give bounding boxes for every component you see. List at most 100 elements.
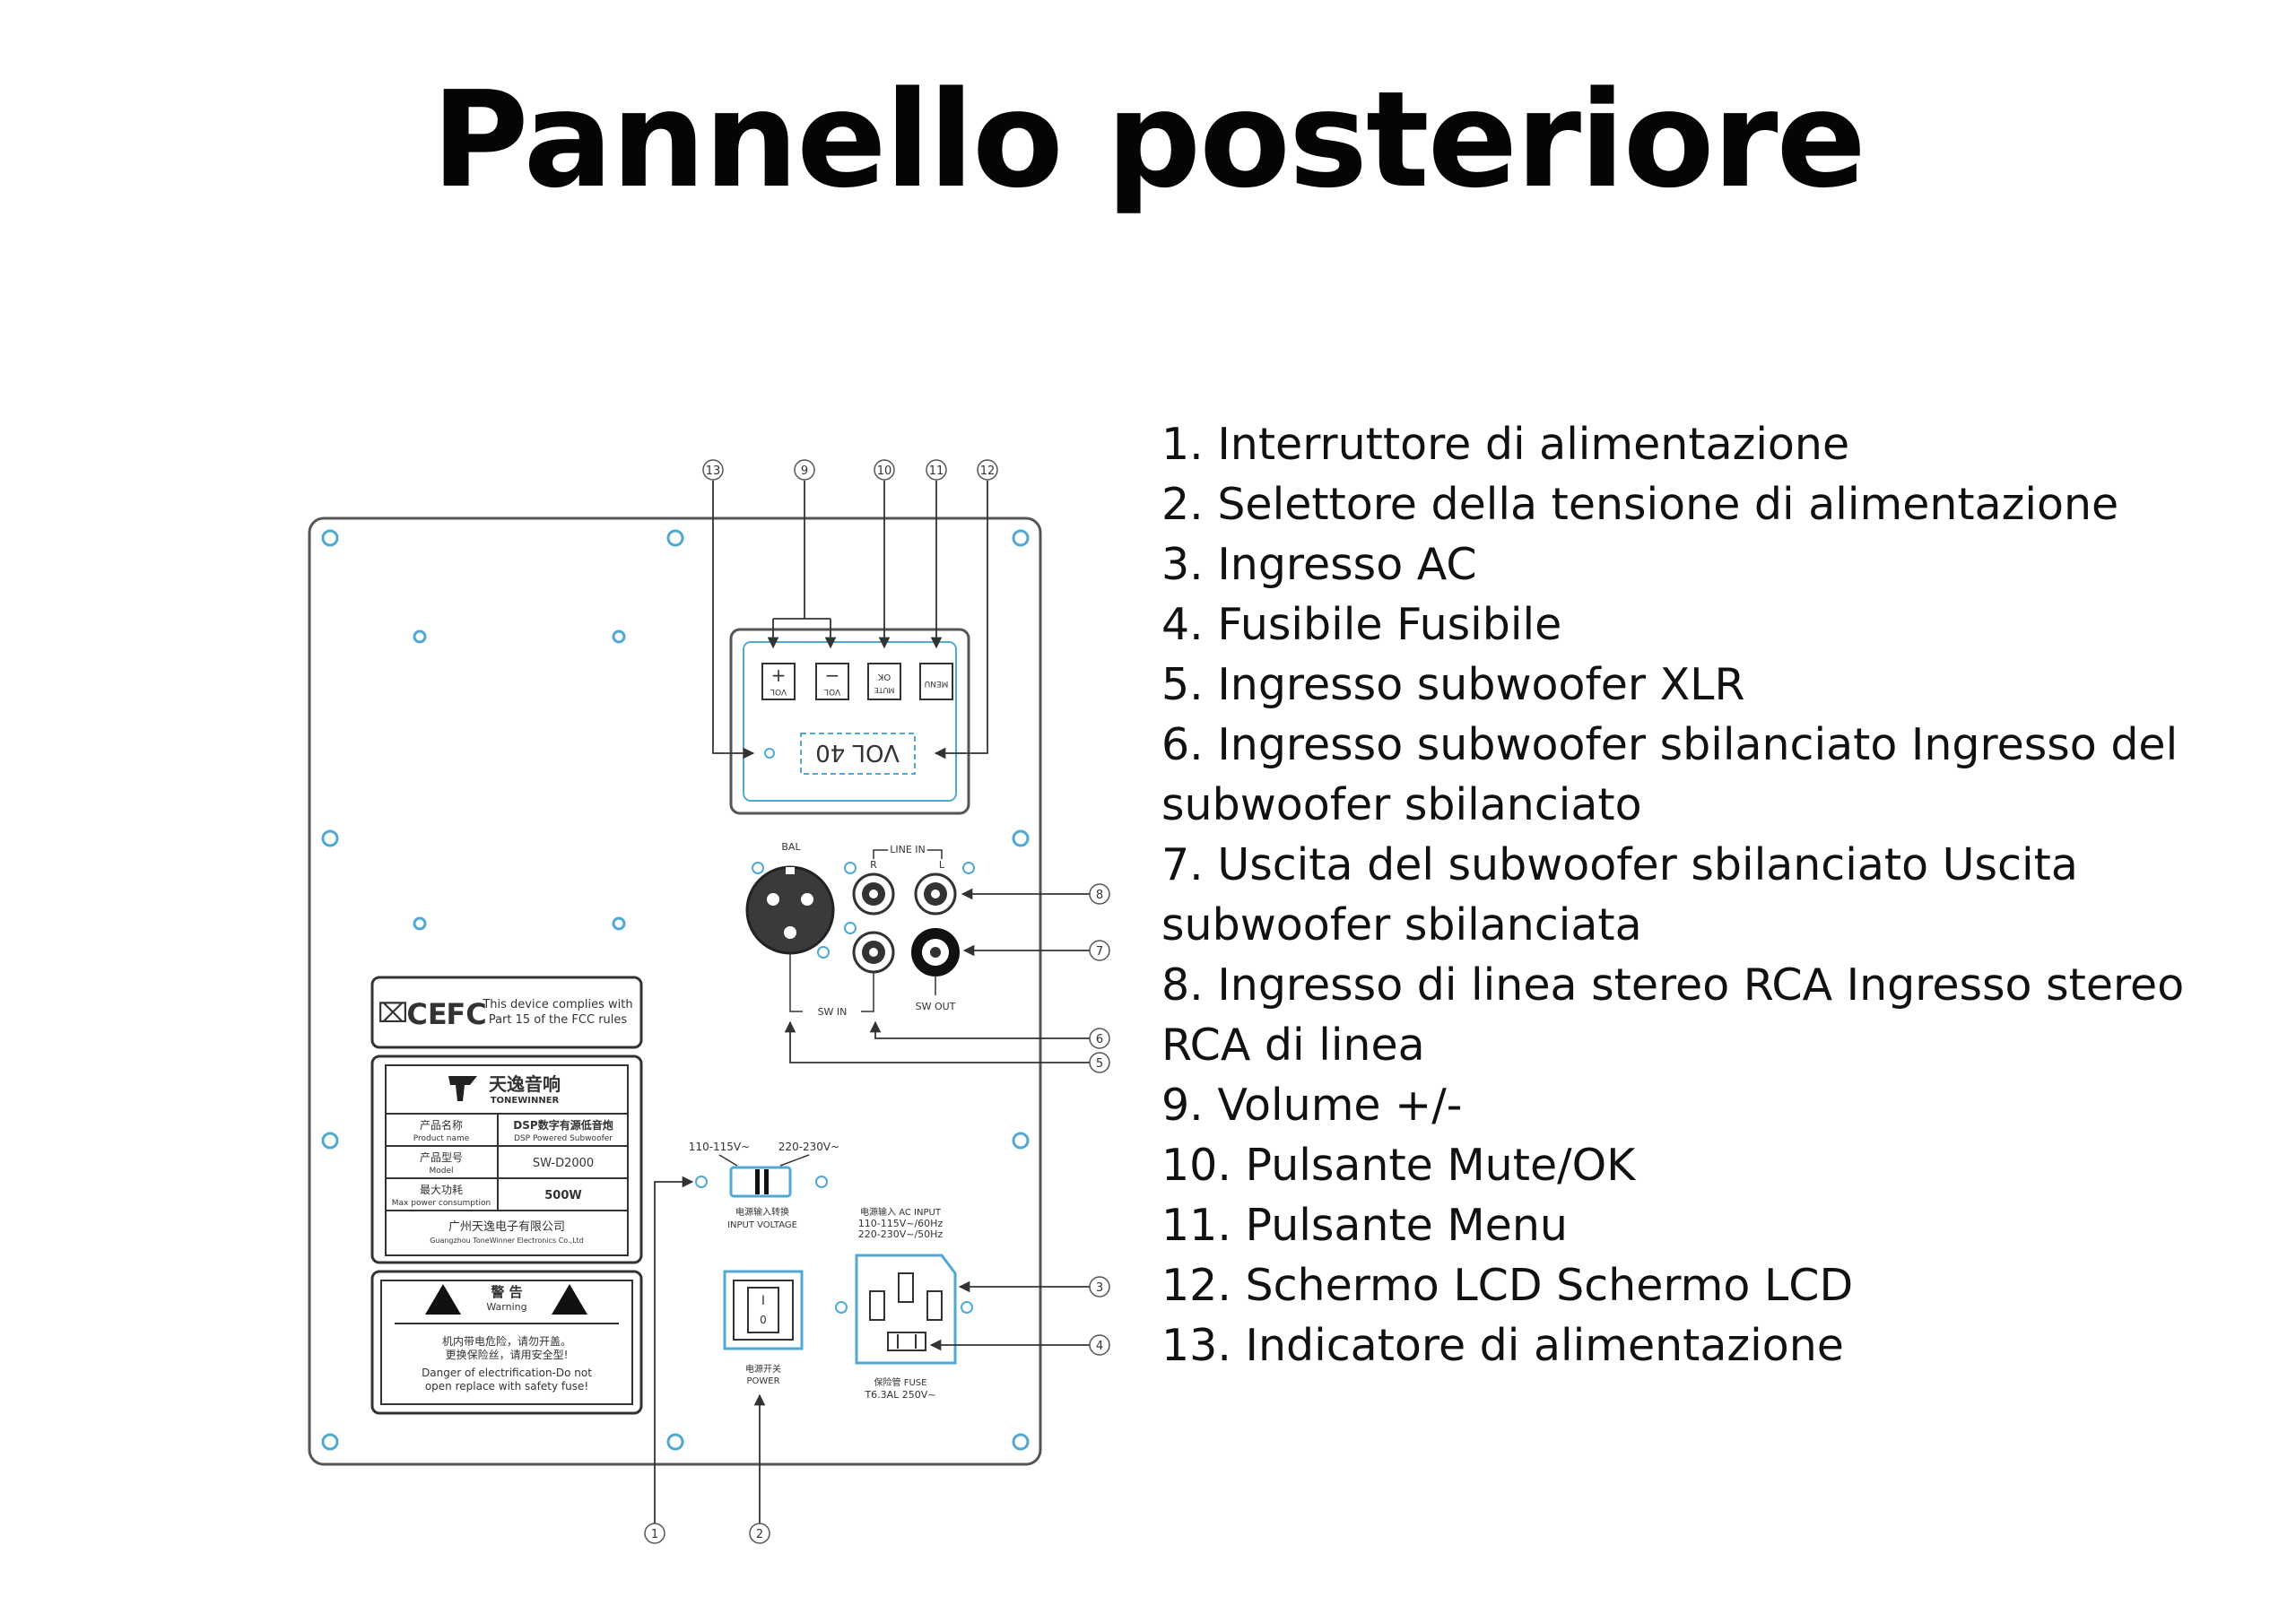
warning-triangle-icon: [552, 1284, 587, 1315]
legend-item: 4. Fusibile Fusibile: [1161, 599, 1562, 650]
svg-text:Part 15 of the FCC rules: Part 15 of the FCC rules: [489, 1013, 628, 1027]
legend-item: 2. Selettore della tensione di alimentaz…: [1161, 479, 2119, 530]
callout-4: 4: [1089, 1334, 1110, 1356]
callout-10: 10: [874, 459, 895, 481]
svg-text:This device complies with: This device complies with: [482, 998, 632, 1011]
legend-item: 7. Uscita del subwoofer sbilanciato Usci…: [1161, 839, 2078, 950]
svg-text:保险管 FUSE: 保险管 FUSE: [874, 1376, 927, 1388]
audio-io-section: BAL LINE IN R L: [745, 841, 975, 1018]
svg-text:SW-D2000: SW-D2000: [533, 1157, 594, 1170]
power-indicator-led: [764, 748, 775, 759]
warning-label: 警 告 Warning 机内带电危险，请勿开盖。 更换保险丝，请用安全型! Da…: [370, 1270, 643, 1415]
vol-plus-button[interactable]: + VOL: [761, 663, 796, 700]
svg-text:220-230V~: 220-230V~: [778, 1141, 839, 1153]
legend-item: 13. Indicatore di alimentazione: [1161, 1320, 1844, 1371]
svg-text:BAL: BAL: [781, 841, 801, 853]
svg-text:MUTE: MUTE: [874, 686, 895, 694]
xlr-input: [745, 865, 835, 955]
svg-text:DSP数字有源低音炮: DSP数字有源低音炮: [513, 1118, 613, 1132]
ac-input-socket: 电源输入 AC INPUT 110-115V~/60Hz 220-230V~/5…: [835, 1206, 973, 1401]
svg-text:VOL: VOL: [770, 687, 787, 696]
callout-11: 11: [926, 459, 947, 481]
svg-text:500W: 500W: [544, 1189, 581, 1202]
svg-text:MENU: MENU: [925, 679, 949, 688]
svg-text:广州天逸电子有限公司: 广州天逸电子有限公司: [448, 1220, 565, 1234]
svg-text:13: 13: [706, 464, 721, 478]
svg-text:12: 12: [980, 464, 996, 478]
svg-text:机内带电危险，请勿开盖。: 机内带电危险，请勿开盖。: [442, 1334, 571, 1348]
legend-item: 1. Interruttore di alimentazione: [1161, 419, 1850, 470]
svg-text:OK: OK: [877, 672, 891, 681]
svg-text:更换保险丝，请用安全型!: 更换保险丝，请用安全型!: [446, 1348, 569, 1361]
tonewinner-logo: [448, 1076, 477, 1101]
callout-markers: 13 9 10 11 12 8 7 6 5 3 4 1 2: [644, 459, 1110, 1544]
svg-text:Model: Model: [429, 1167, 453, 1176]
svg-text:Guangzhou ToneWinner Electroni: Guangzhou ToneWinner Electronics Co.,Ltd: [430, 1237, 584, 1245]
svg-text:open replace with safety fuse!: open replace with safety fuse!: [425, 1380, 588, 1393]
svg-text:11: 11: [929, 464, 944, 478]
svg-text:T6.3AL 250V~: T6.3AL 250V~: [864, 1389, 935, 1401]
callout-7: 7: [1089, 940, 1110, 961]
svg-text:产品型号: 产品型号: [420, 1151, 463, 1164]
svg-text:VOL 40: VOL 40: [815, 739, 900, 766]
legend-item: 10. Pulsante Mute/OK: [1161, 1140, 1636, 1191]
svg-text:110-115V~: 110-115V~: [689, 1141, 750, 1153]
rca-line-in-r: [852, 872, 895, 916]
svg-text:7: 7: [1096, 945, 1103, 959]
svg-text:SW IN: SW IN: [818, 1006, 848, 1018]
rca-line-in-l: [914, 872, 957, 916]
svg-text:R: R: [870, 859, 877, 871]
rca-sw-out: [911, 928, 960, 976]
svg-text:DSP Powered Subwoofer: DSP Powered Subwoofer: [514, 1134, 613, 1143]
svg-text:8: 8: [1096, 889, 1103, 902]
svg-text:0: 0: [760, 1314, 767, 1326]
svg-text:LINE IN: LINE IN: [890, 844, 926, 855]
svg-text:+: +: [771, 664, 787, 686]
power-switch: I 0 电源开关 POWER: [723, 1270, 804, 1386]
callout-6: 6: [1089, 1028, 1110, 1049]
callout-2: 2: [749, 1523, 770, 1544]
callout-13: 13: [702, 459, 724, 481]
legend-item: 12. Schermo LCD Schermo LCD: [1161, 1260, 1854, 1311]
svg-text:产品名称: 产品名称: [420, 1118, 463, 1132]
svg-text:FC: FC: [446, 997, 486, 1031]
svg-text:天逸音响: 天逸音响: [489, 1073, 561, 1095]
svg-text:Product name: Product name: [413, 1134, 470, 1143]
svg-text:10: 10: [877, 464, 892, 478]
svg-text:L: L: [939, 859, 945, 871]
callout-12: 12: [977, 459, 998, 481]
menu-button[interactable]: MENU: [919, 663, 953, 700]
page-title: Pannello posteriore: [431, 63, 1866, 217]
mounting-holes: [321, 529, 1030, 1451]
svg-text:SW OUT: SW OUT: [916, 1001, 956, 1012]
legend-item: 11. Pulsante Menu: [1161, 1200, 1568, 1251]
callout-9: 9: [794, 459, 815, 481]
legend-item: 5. Ingresso subwoofer XLR: [1161, 659, 1745, 710]
svg-text:Danger of electrification-Do n: Danger of electrification-Do not: [422, 1367, 592, 1379]
svg-text:3: 3: [1096, 1281, 1103, 1295]
svg-text:CE: CE: [406, 997, 447, 1031]
svg-text:1: 1: [651, 1528, 658, 1541]
warning-triangle-icon: [425, 1284, 461, 1315]
svg-text:电源输入 AC INPUT: 电源输入 AC INPUT: [860, 1206, 942, 1218]
voltage-selector: 110-115V~ 220-230V~ 电源输入转换 INPUT VOLTAGE: [689, 1141, 839, 1230]
legend-item: 6. Ingresso subwoofer sbilanciato Ingres…: [1161, 719, 2179, 830]
svg-text:4: 4: [1096, 1340, 1103, 1353]
product-spec-label: 天逸音响 TONEWINNER 产品名称 Product name DSP数字有…: [370, 1055, 643, 1264]
mute-ok-button[interactable]: OK MUTE: [867, 663, 901, 700]
callout-1: 1: [644, 1523, 665, 1544]
legend-item: 9. Volume +/-: [1161, 1080, 1463, 1131]
rca-sw-in: [852, 931, 895, 974]
svg-text:−: −: [825, 664, 840, 686]
vol-minus-button[interactable]: − VOL: [815, 663, 849, 700]
svg-text:220-230V~/50Hz: 220-230V~/50Hz: [858, 1228, 944, 1240]
svg-text:6: 6: [1096, 1033, 1103, 1046]
legend-item: 3. Ingresso AC: [1161, 539, 1477, 590]
svg-text:TONEWINNER: TONEWINNER: [491, 1096, 560, 1106]
svg-text:最大功耗: 最大功耗: [420, 1184, 463, 1196]
svg-text:POWER: POWER: [746, 1376, 779, 1386]
svg-text:110-115V~/60Hz: 110-115V~/60Hz: [858, 1218, 944, 1229]
lcd-screen: VOL 40: [800, 733, 916, 775]
svg-text:VOL: VOL: [824, 687, 840, 696]
